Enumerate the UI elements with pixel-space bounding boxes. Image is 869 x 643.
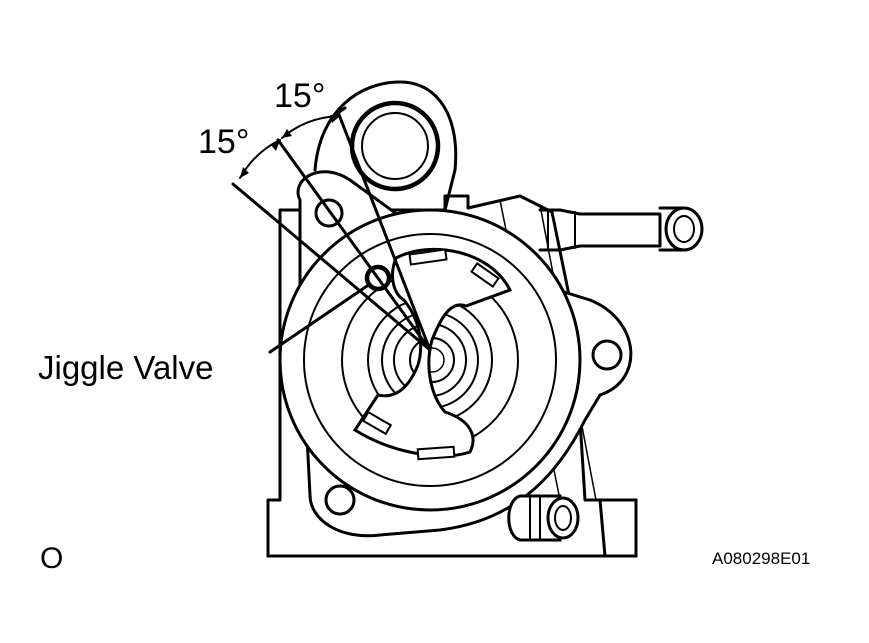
figure-code: A080298E01 [712,549,810,568]
thermostat-frame [352,247,513,461]
callout-leader-line [268,282,372,354]
corner-mark: O [40,542,63,575]
angle-upper-label: 15° [274,77,325,115]
jiggle-valve-label: Jiggle Valve [38,349,214,386]
bypass-nipple [507,494,580,542]
angle-lower-label: 15° [198,123,249,161]
angle-reference-lines [231,106,432,352]
side-inlet-pipe [538,206,704,252]
top-outlet-pipe [313,80,458,212]
angle-arcs [239,115,340,179]
